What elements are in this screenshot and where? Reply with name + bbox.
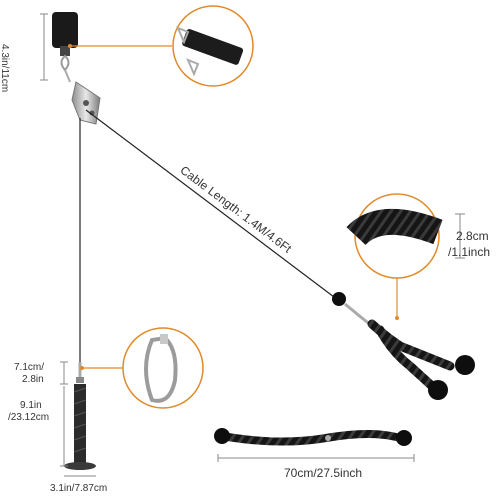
handle-length-dimension [60,386,68,467]
anchor-strap [52,12,78,83]
stopper-ball [332,292,373,328]
carabiner-dimension-cm-label: 7.1cm/ [14,362,45,373]
cable [85,109,339,301]
carabiner-dimension [60,361,68,385]
callout-dot-carabiner [80,366,84,370]
callout-dot-top [68,44,72,48]
rope-thickness-cm-label: 2.8cm [456,229,489,243]
anchor-dimension-label: 4.3in/11cm [0,44,10,93]
carabiner [76,362,84,383]
bar-length-dimension [217,454,415,462]
pulley [71,81,101,125]
anchor-dimension-line [40,13,48,81]
callout-rope-closeup [346,193,443,279]
handle-length-cm-label: /23.12cm [8,412,50,423]
callout-strap-closeup [172,5,254,87]
rope-thickness-dimension [455,213,465,259]
tricep-rope [367,319,475,400]
carabiner-dimension-in-label: 2.8in [22,374,44,385]
rope-thickness-in-label: /1.1inch [448,245,491,259]
handle-length-in-label: 9.1in [20,400,42,411]
plate-dimension-label: 3.1in/7.87cm [50,483,108,494]
bar-length-label: 70cm/27.5inch [284,466,363,480]
straight-rope-bar [214,428,412,446]
callout-carabiner-closeup [122,327,204,409]
loading-pin [64,384,96,470]
callout-dot-rope [395,316,399,320]
